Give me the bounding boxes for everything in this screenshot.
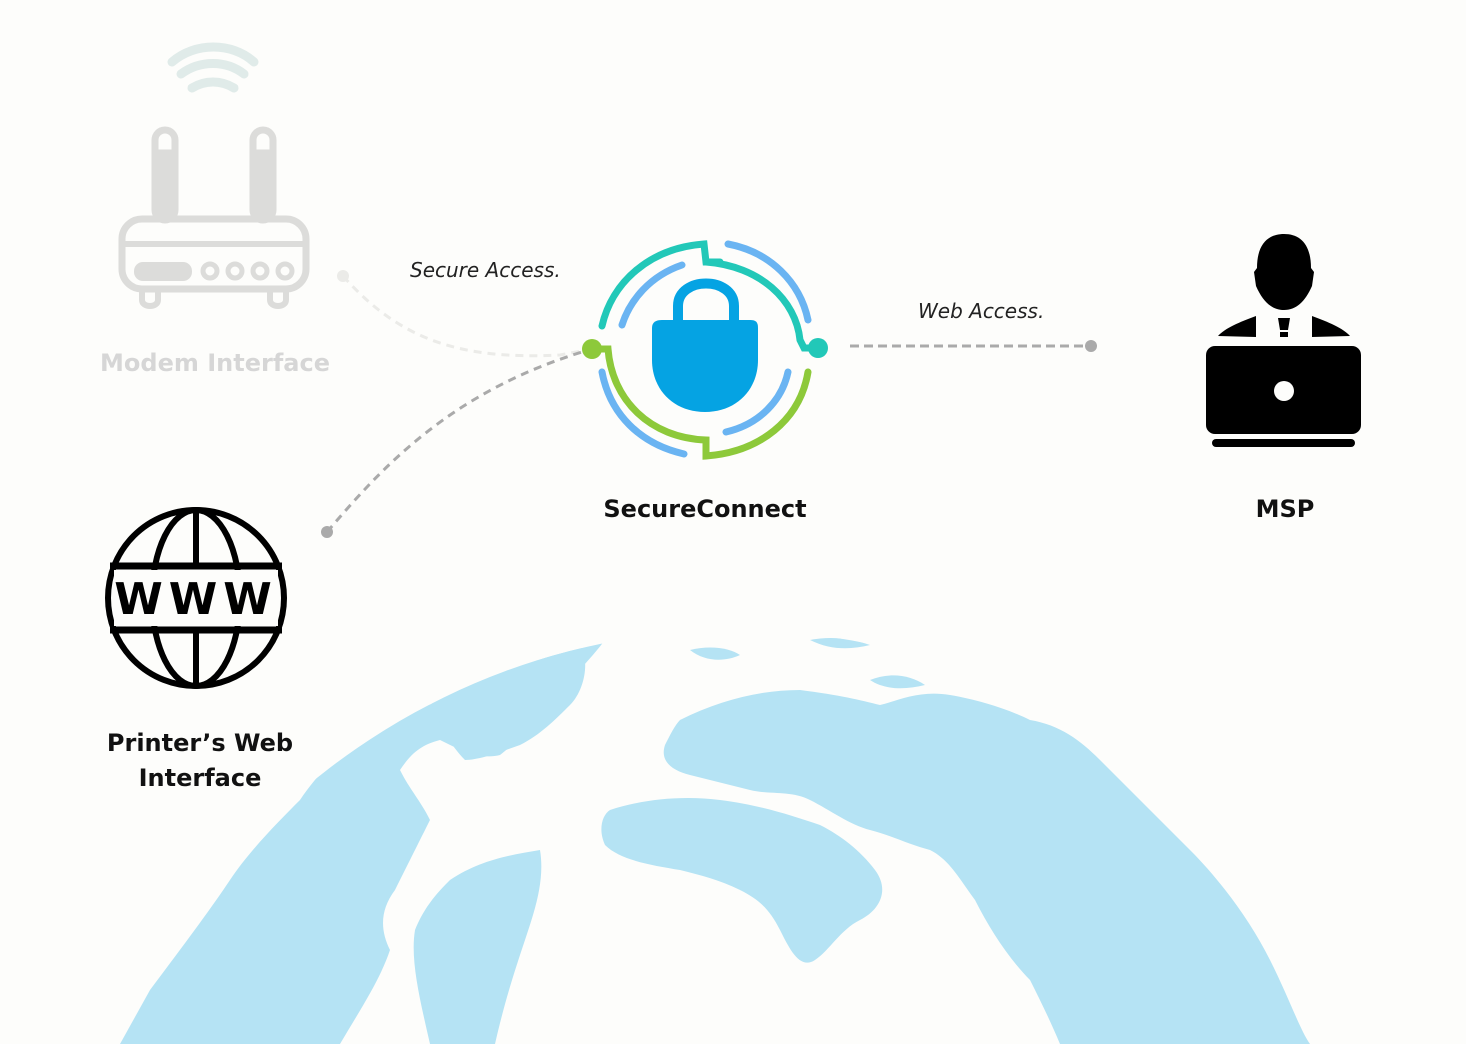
printer-web-interface-label: Printer’s Web Interface	[60, 726, 340, 796]
secureconnect-label: SecureConnect	[603, 495, 807, 523]
modem-to-secureconnect-connector	[341, 275, 593, 358]
modem-connector-dot	[337, 270, 349, 282]
secure-access-label: Secure Access.	[410, 258, 561, 282]
printer-connector-dot	[321, 526, 333, 538]
web-access-label: Web Access.	[918, 299, 1045, 323]
printer-to-secureconnect-connector	[325, 347, 593, 533]
msp-label: MSP	[1255, 495, 1315, 523]
svg-text:WWW: WWW	[114, 574, 278, 625]
printer-label-line2: Interface	[138, 764, 262, 792]
printer-label-line1: Printer’s Web	[106, 729, 294, 757]
msp-connector-dot	[1085, 340, 1097, 352]
modem-interface-label: Modem Interface	[100, 349, 330, 377]
